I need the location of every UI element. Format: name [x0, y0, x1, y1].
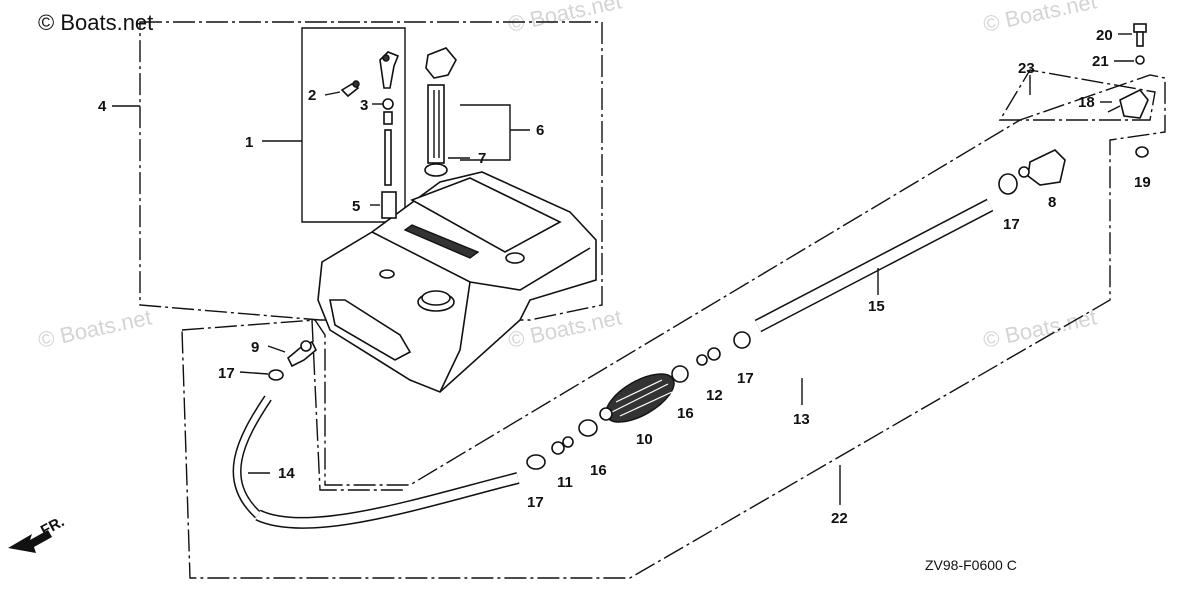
part-8-connector: [1018, 149, 1066, 186]
callout-18: 18: [1078, 94, 1095, 111]
callout-17a: 17: [218, 365, 235, 382]
callout-15: 15: [868, 298, 885, 315]
leader-9: [267, 345, 286, 353]
callout-22: 22: [831, 510, 848, 527]
callout-16a: 16: [590, 462, 607, 479]
part-clip: [383, 111, 393, 125]
watermark: © Boats.net: [506, 0, 624, 37]
part-2-fitting: [340, 80, 360, 98]
callout-14: 14: [278, 465, 295, 482]
callout-layer: 1234567891011121314151616171717171819202…: [98, 27, 1151, 527]
part-17-clamp: [998, 173, 1018, 195]
part-3-washer: [382, 98, 394, 110]
watermark: © Boats.net: [36, 304, 154, 352]
part-10-primer-bulb: [599, 373, 675, 423]
callout-21: 21: [1092, 53, 1109, 70]
part-5-strainer: [381, 191, 397, 219]
part-19-washer: [1135, 146, 1149, 158]
part-21-washer: [1135, 55, 1145, 65]
callout-5: 5: [352, 198, 360, 215]
callout-17b: 17: [527, 494, 544, 511]
callout-9: 9: [251, 339, 259, 356]
part-12-joint: [696, 347, 721, 366]
callout-8: 8: [1048, 194, 1056, 211]
callout-17d: 17: [1003, 216, 1020, 233]
part-11-joint: [551, 436, 574, 455]
callout-3: 3: [360, 97, 368, 114]
watermark: © Boats.net: [981, 0, 1099, 37]
callout-19: 19: [1134, 174, 1151, 191]
part-18-connector: [1107, 88, 1149, 119]
front-arrow-icon: [8, 530, 52, 553]
group-13-frame: [311, 319, 405, 491]
callout-23: 23: [1018, 60, 1035, 77]
callout-4: 4: [98, 98, 107, 115]
part-7-gasket: [424, 163, 448, 177]
leader-2: [324, 91, 341, 96]
watermark: © Boats.net: [981, 304, 1099, 352]
group-22-frame: [181, 74, 1166, 579]
group-4-frame: [139, 21, 603, 321]
callout-20: 20: [1096, 27, 1113, 44]
callout-17c: 17: [737, 370, 754, 387]
callout-2: 2: [308, 87, 316, 104]
part-20-bolt: [1133, 23, 1147, 47]
part-tube: [384, 129, 392, 186]
part-elbow-joint: [379, 51, 400, 89]
part-9-connector: [287, 340, 317, 368]
leader-17: [239, 371, 269, 375]
part-14-hose: [232, 395, 520, 529]
leader-6: [460, 104, 530, 161]
part-17-clamp: [526, 454, 546, 470]
callout-7: 7: [478, 150, 486, 167]
callout-11: 11: [557, 474, 573, 491]
diagram-code: ZV98-F0600 C: [925, 557, 1017, 573]
callout-13: 13: [793, 411, 810, 428]
fuel-tank: [317, 171, 597, 393]
group-23-frame: [998, 69, 1156, 121]
part-15-hose: [754, 198, 994, 333]
callout-16b: 16: [677, 405, 694, 422]
callout-12: 12: [706, 387, 723, 404]
watermark-top-left: © Boats.net: [38, 10, 153, 35]
part-17-clamp: [268, 369, 284, 381]
part-17-clamp: [733, 331, 751, 349]
part-16-clamp: [578, 419, 598, 437]
part-16-clamp: [671, 365, 689, 383]
callout-10: 10: [636, 431, 653, 448]
part-6-gauge: [425, 47, 457, 164]
callout-1: 1: [245, 134, 253, 151]
callout-6: 6: [536, 122, 544, 139]
